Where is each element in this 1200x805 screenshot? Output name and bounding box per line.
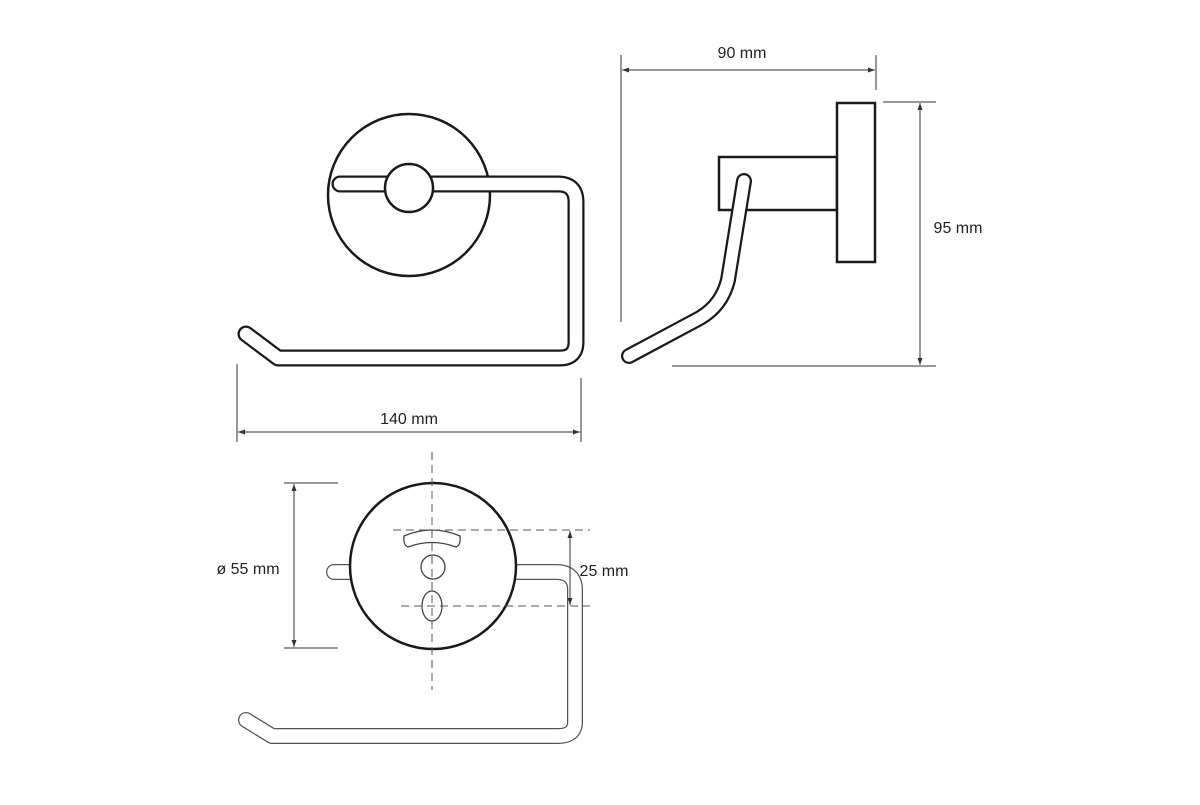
hole-spacing-dimension: 25 mm [567, 531, 629, 605]
height-dimension: 95 mm [672, 101, 983, 367]
height-label: 95 mm [934, 220, 983, 237]
holder-arm-fill [239, 177, 583, 365]
diameter-label: ø 55 mm [216, 561, 279, 578]
depth-label: 90 mm [718, 45, 767, 62]
depth-dimension: 90 mm [620, 45, 877, 322]
wall-plate-side [835, 101, 877, 264]
width-dimension: 140 mm [236, 364, 582, 442]
hub-circle [383, 162, 435, 214]
side-arm-fill [623, 175, 750, 362]
mounting-slot [403, 529, 461, 548]
side-view [621, 101, 877, 364]
diameter-dimension: ø 55 mm [216, 482, 338, 649]
front-view [237, 112, 585, 367]
hole-spacing-label: 25 mm [580, 563, 629, 580]
screw-hole [420, 554, 446, 580]
back-view [238, 452, 590, 744]
width-label: 140 mm [380, 411, 438, 428]
